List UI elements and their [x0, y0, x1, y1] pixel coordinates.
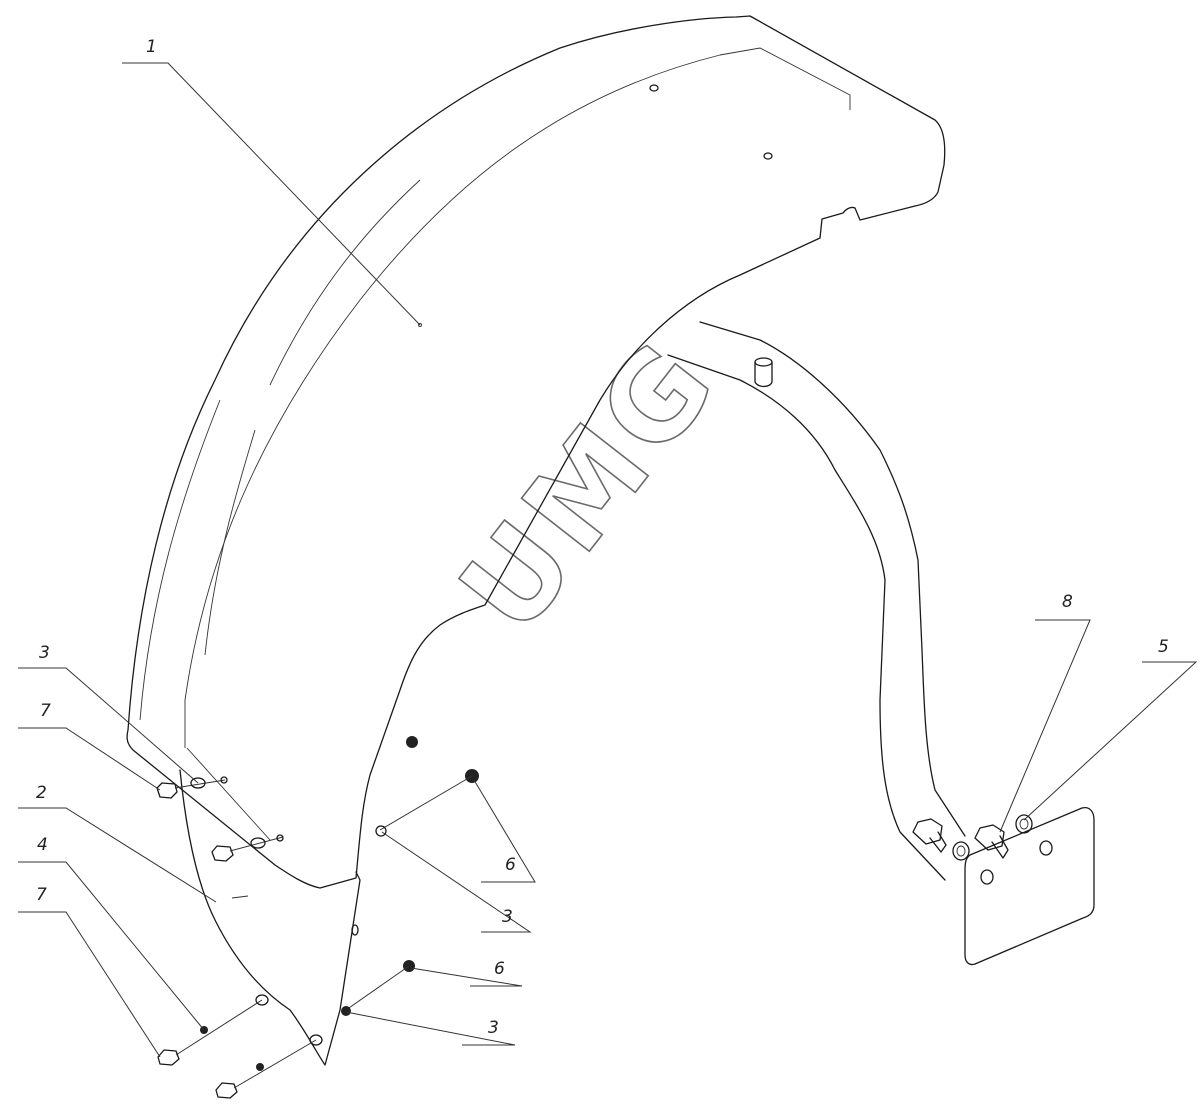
- callout-4: 4: [37, 835, 48, 855]
- fender-body: [126, 15, 946, 889]
- bracket-bolts: [912, 814, 1033, 861]
- callout-3: 3: [39, 643, 50, 663]
- callout-8: 8: [1062, 592, 1073, 612]
- callout-6: 6: [505, 855, 516, 875]
- callout-1: 1: [146, 37, 157, 57]
- callout-5: 5: [1158, 637, 1169, 657]
- support-bracket: [667, 321, 966, 881]
- callout-3: 3: [488, 1018, 499, 1038]
- callout-3: 3: [502, 907, 513, 927]
- fasteners: [156, 736, 479, 1099]
- callout-labels: 1 2 3 3 3 4 5 6 6 7 7 8: [36, 37, 1169, 1038]
- callout-7: 7: [36, 885, 47, 905]
- callout-6: 6: [494, 959, 505, 979]
- callout-7: 7: [40, 701, 51, 721]
- mounting-plate: [964, 806, 1095, 966]
- callout-leaders: [18, 62, 1198, 1058]
- mudflap: [179, 769, 361, 1066]
- callout-2: 2: [36, 783, 47, 803]
